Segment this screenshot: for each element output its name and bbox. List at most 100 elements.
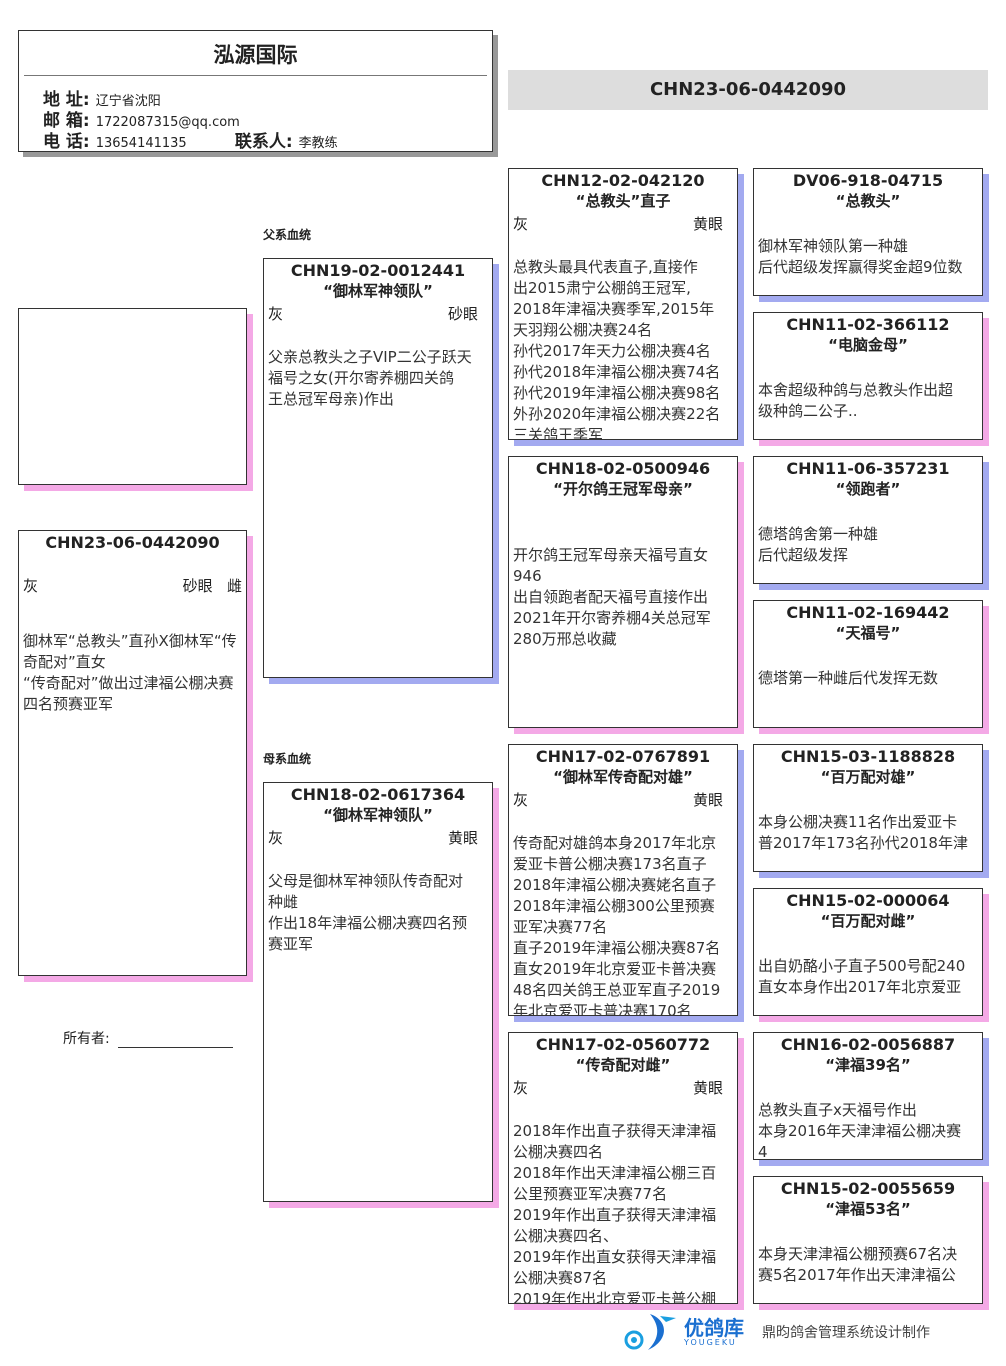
remark-line: 天羽翔公棚决赛24名 bbox=[513, 321, 653, 339]
remarks: 本舍超级种鸽与总教头作出超级种鸽二公子.. bbox=[758, 380, 978, 422]
remark-line: 四名预赛亚军 bbox=[23, 695, 114, 713]
remarks: 父母是御林军神领队传奇配对种雌作出18年津福公棚决赛四名预赛亚军 bbox=[268, 871, 488, 955]
remark-line: 种雌 bbox=[268, 893, 299, 911]
phone-label: 电 话: bbox=[43, 132, 90, 152]
remark-line: 出自奶酪小子直子500号配240 bbox=[758, 957, 966, 975]
ring-number: CHN18-02-0500946 bbox=[535, 459, 711, 478]
pigeon-card-ss: CHN12-02-042120 “总教头”直子灰黄眼总教头最具代表直子,直接作出… bbox=[508, 168, 738, 440]
remark-line: 普2017年173名孙代2018年津 bbox=[758, 834, 968, 852]
remark-line: 2018年津福公棚决赛姥名直子 bbox=[513, 876, 717, 894]
remark-line: 后代超级发挥赢得奖金超9位数 bbox=[758, 258, 963, 276]
remark-line: 2019年作出直女获得天津津福 bbox=[513, 1248, 717, 1266]
attributes: 灰黄眼 bbox=[513, 790, 733, 811]
pigeon-name: “御林军神领队” bbox=[323, 282, 433, 300]
remarks: 御林军“总教头”直孙X御林军“传 奇配对”直女 “传奇配对”做出过津福公棚决赛 … bbox=[23, 631, 242, 715]
pigeon-name: “百万配对雌” bbox=[820, 912, 916, 930]
ring-number: DV06-918-04715 bbox=[792, 171, 944, 190]
address-label: 地 址: bbox=[43, 90, 90, 110]
eye: 砂眼 bbox=[182, 577, 213, 595]
ring-number: CHN11-02-169442 bbox=[786, 603, 950, 622]
remark-line: 2018年作出直子获得天津津福 bbox=[513, 1122, 717, 1140]
remark-line: 德塔鸽舍第一种雄 bbox=[758, 525, 879, 543]
remark-line: 年北京爱亚卡普决赛170名 bbox=[513, 1002, 692, 1016]
dam-line-label: 母系血统 bbox=[263, 752, 312, 766]
sex: 雌 bbox=[226, 577, 242, 595]
pigeon-name: “领跑者” bbox=[835, 480, 901, 498]
remark-line: 爱亚卡普公棚决赛173名直子 bbox=[513, 855, 707, 873]
remark-line: 公里预赛亚军决赛77名 bbox=[513, 1185, 668, 1203]
remarks: 德塔鸽舍第一种雄后代超级发挥 bbox=[758, 524, 978, 566]
eye: 砂眼 bbox=[447, 305, 478, 323]
ring-number: CHN11-06-357231 bbox=[786, 459, 950, 478]
pigeon-card-sds: CHN11-06-357231 “领跑者” 德塔鸽舍第一种雄后代超级发挥 bbox=[753, 456, 983, 584]
remark-line: “传奇配对”做出过津福公棚决赛 bbox=[23, 674, 234, 692]
credit-text: 鼎昀鸽舍管理系统设计制作 bbox=[762, 1325, 930, 1341]
loft-name: 泓源国际 bbox=[213, 43, 298, 67]
brand: 优鸽库 YOUGEKU bbox=[684, 1318, 744, 1347]
color: 灰 bbox=[513, 791, 529, 809]
remark-line: 奇配对”直女 bbox=[23, 653, 106, 671]
color: 灰 bbox=[268, 305, 284, 323]
pigeon-card-ds: CHN17-02-0767891 “御林军传奇配对雄”灰黄眼传奇配对雄鸽本身20… bbox=[508, 744, 738, 1016]
pigeon-card-sdd: CHN11-02-169442 “天福号” 德塔第一种雌后代发挥无数 bbox=[753, 600, 983, 728]
attributes: 灰黄眼 bbox=[513, 214, 733, 235]
pigeon-card-sss: DV06-918-04715 “总教头” 御林军神领队第一种雄后代超级发挥赢得奖金… bbox=[753, 168, 983, 296]
ring-number: CHN11-02-366112 bbox=[786, 315, 950, 334]
remarks: 德塔第一种雌后代发挥无数 bbox=[758, 668, 978, 689]
ring-number: CHN12-02-042120 bbox=[541, 171, 705, 190]
remark-line: 后代超级发挥 bbox=[758, 546, 849, 564]
pigeon-name: “津福39名” bbox=[825, 1056, 911, 1074]
remarks: 总教头最具代表直子,直接作出2015肃宁公棚鸽王冠军,2018年津福决赛季军,2… bbox=[513, 257, 733, 440]
remark-line: 本身2016年天津津福公棚决赛 bbox=[758, 1122, 962, 1140]
ring-number: CHN19-02-0012441 bbox=[290, 261, 466, 280]
remark-line: 2018年津福决赛季军,2015年 bbox=[513, 300, 715, 318]
divider bbox=[24, 75, 487, 76]
color: 灰 bbox=[513, 1079, 529, 1097]
remark-line: 2019年作出北京爱亚卡普公棚 bbox=[513, 1290, 717, 1304]
photo-box bbox=[18, 308, 247, 485]
sire-line-label: 父系血统 bbox=[263, 228, 312, 242]
color: 灰 bbox=[23, 577, 39, 595]
pigeon-name: “天福号” bbox=[835, 624, 901, 642]
pedigree-title-ring: CHN23-06-0442090 bbox=[508, 70, 988, 110]
ring-number: CHN15-03-1188828 bbox=[780, 747, 956, 766]
owner-label: 所有者: bbox=[63, 1031, 110, 1047]
remark-line: 御林军神领队第一种雄 bbox=[758, 237, 909, 255]
pigeon-name: “电脑金母” bbox=[828, 336, 908, 354]
pigeon-card-sd: CHN18-02-0500946 “开尔鸽王冠军母亲” 开尔鸽王冠军母亲天福号直女… bbox=[508, 456, 738, 728]
remark-line: 2019年作出直子获得天津津福 bbox=[513, 1206, 717, 1224]
remark-line: 本舍超级种鸽与总教头作出超 bbox=[758, 381, 954, 399]
remark-line: 三关鸽王季军 bbox=[513, 426, 604, 440]
email-row: 邮 箱:1722087315@qq.com bbox=[43, 106, 240, 131]
attributes: 灰 黄眼 bbox=[268, 828, 488, 849]
remark-line: 孙代2017年天力公棚决赛4名 bbox=[513, 342, 711, 360]
remark-line: 外孙2020年津福公棚决赛22名 bbox=[513, 405, 721, 423]
remark-line: 总教头直子x天福号作出 bbox=[758, 1101, 917, 1119]
remark-line: 4 bbox=[758, 1143, 768, 1160]
pigeon-name: “传奇配对雌” bbox=[575, 1056, 671, 1074]
pigeon-name: “总教头” bbox=[835, 192, 901, 210]
eye: 黄眼 bbox=[447, 829, 478, 847]
color: 灰 bbox=[268, 829, 284, 847]
remark-line: 出自领跑者配天福号直接作出 bbox=[513, 588, 709, 606]
brand-name: 优鸽库 bbox=[684, 1315, 744, 1340]
remarks: 本身公棚决赛11名作出爱亚卡普2017年173名孙代2018年津 bbox=[758, 812, 978, 854]
remarks: 总教头直子x天福号作出本身2016年天津津福公棚决赛 4 bbox=[758, 1100, 978, 1160]
pigeon-name: “开尔鸽王冠军母亲” bbox=[553, 480, 693, 498]
pigeon-card-dds: CHN16-02-0056887 “津福39名”总教头直子x天福号作出本身201… bbox=[753, 1032, 983, 1160]
brand-subtitle: YOUGEKU bbox=[684, 1337, 737, 1347]
pigeon-card-dss: CHN15-03-1188828 “百万配对雄”本身公棚决赛11名作出爱亚卡普2… bbox=[753, 744, 983, 872]
remark-line: 父母是御林军神领队传奇配对 bbox=[268, 872, 464, 890]
pigeon-name: “总教头”直子 bbox=[575, 192, 671, 210]
email-label: 邮 箱: bbox=[43, 111, 90, 131]
remark-line: 2018年作出天津津福公棚三百 bbox=[513, 1164, 717, 1182]
loft-info-box: 泓源国际 地 址:辽宁省沈阳 邮 箱:1722087315@qq.com 电 话… bbox=[18, 30, 493, 152]
phone-row: 电 话:13654141135 联系人:李教练 bbox=[43, 127, 338, 152]
remark-line: 亚军决赛77名 bbox=[513, 918, 608, 936]
contact-value: 李教练 bbox=[298, 136, 338, 151]
